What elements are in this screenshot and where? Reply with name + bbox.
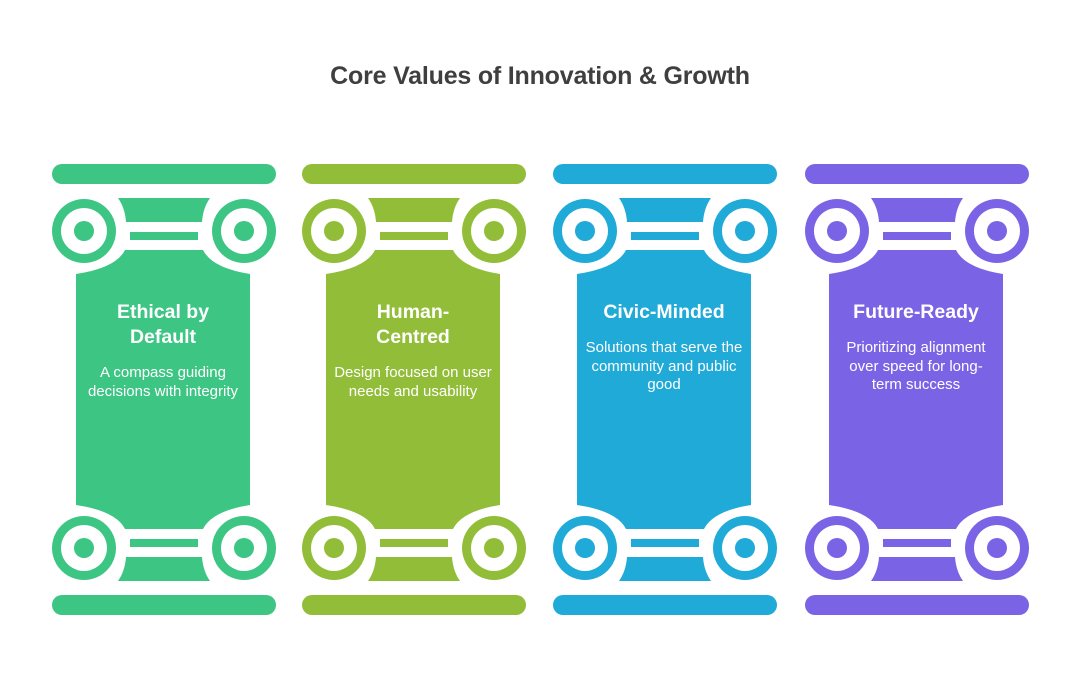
column-icon	[553, 164, 777, 615]
diagram-title: Core Values of Innovation & Growth	[330, 62, 750, 90]
pillar-heading: Human-Centred	[376, 301, 450, 348]
pillar-ethical-by-default: Ethical by Default A compass guiding dec…	[52, 164, 276, 615]
pillar-future-ready: Future-Ready Prioritizing alignment over…	[805, 164, 1029, 615]
column-icon	[805, 164, 1029, 615]
pillar-civic-minded: Civic-Minded Solutions that serve the co…	[553, 164, 777, 615]
column-icon	[302, 164, 526, 615]
pillar-description: A compass guiding decisions with integri…	[87, 364, 239, 400]
pillar-heading: Ethical by Default	[116, 301, 210, 348]
pillar-human-centred: Human-Centred Design focused on user nee…	[302, 164, 526, 615]
pillar-description: Solutions that serve the community and p…	[585, 339, 743, 393]
pillar-heading: Future-Ready	[853, 301, 979, 323]
pillar-description: Design focused on user needs and usabili…	[334, 364, 492, 400]
column-icon	[52, 164, 276, 615]
pillar-heading: Civic-Minded	[603, 301, 725, 323]
pillar-description: Prioritizing alignment over speed for lo…	[846, 339, 986, 393]
